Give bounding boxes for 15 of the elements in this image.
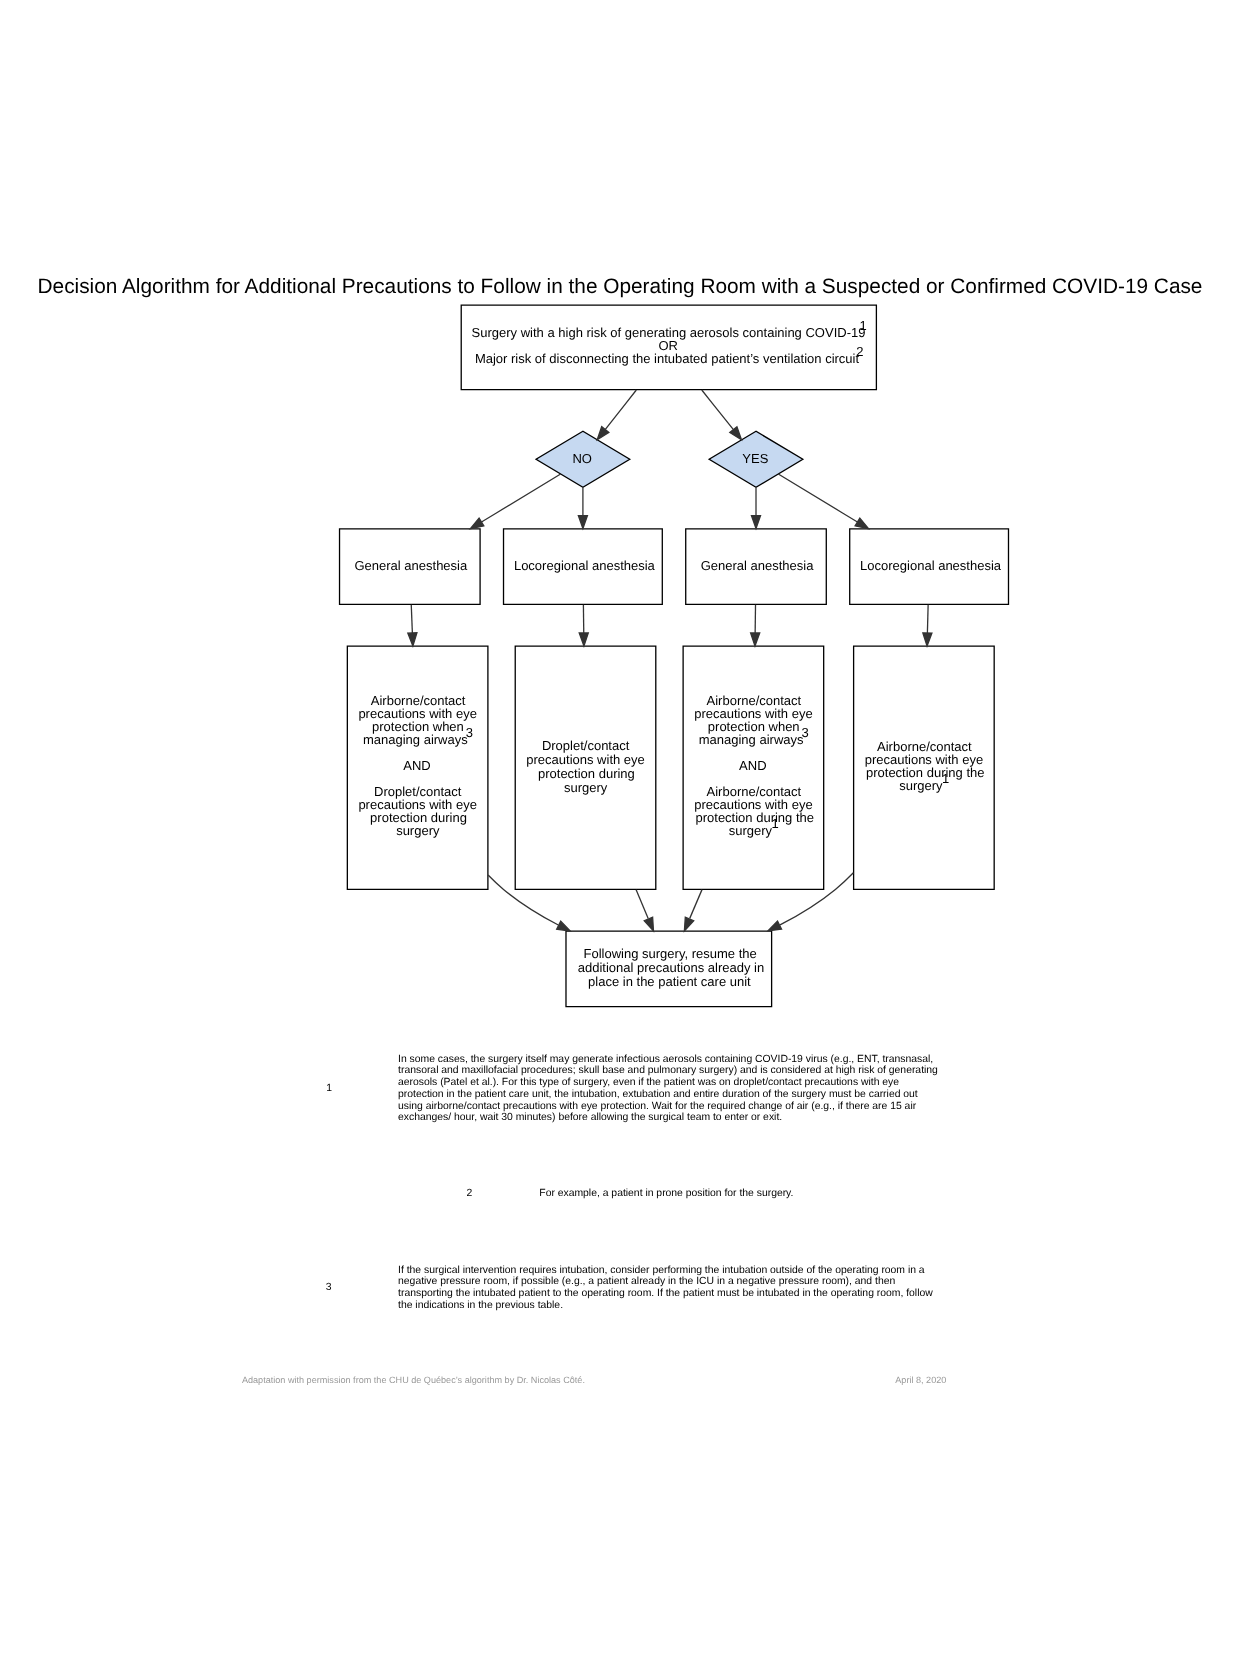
arrow — [750, 485, 762, 530]
arrow — [635, 888, 655, 932]
arrow — [683, 888, 703, 932]
arrow — [921, 603, 933, 647]
arrow — [487, 873, 573, 931]
arrow — [766, 871, 855, 931]
arrow — [777, 472, 871, 529]
arrow — [578, 603, 590, 647]
arrow — [577, 485, 589, 530]
arrow — [406, 603, 418, 647]
diagram-title: Decision Algorithm for Additional Precautions to Follow in the Operating Room with a Suspected or Confirmed COVID-19 Case — [37, 276, 1203, 299]
arrow — [701, 388, 743, 441]
arrow — [596, 388, 637, 441]
arrow — [749, 603, 761, 647]
arrow — [468, 472, 562, 529]
